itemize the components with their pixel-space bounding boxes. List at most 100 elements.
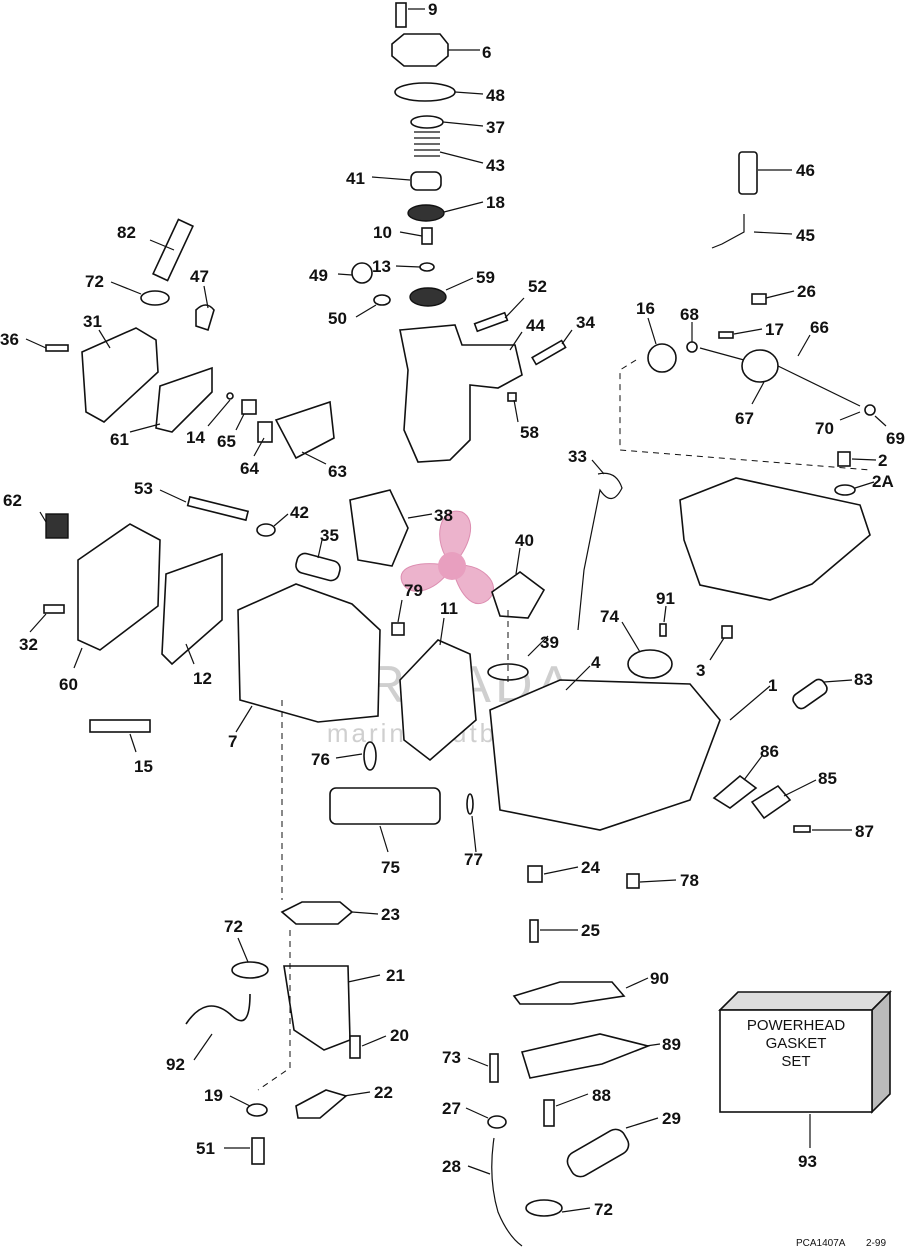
- thermostat-75: [329, 787, 441, 825]
- crankcase-4: [489, 679, 721, 831]
- oring-77: [466, 793, 474, 815]
- callout-41: 41: [346, 169, 365, 188]
- callout-70: 70: [815, 419, 834, 438]
- pin-14: [226, 392, 234, 400]
- gasket-48: [394, 82, 456, 102]
- callout-77: 77: [464, 850, 483, 869]
- gasket-86: [712, 774, 758, 809]
- callout-46: 46: [796, 161, 815, 180]
- screw-88: [543, 1099, 555, 1127]
- callout-59: 59: [476, 268, 495, 287]
- callout-90: 90: [650, 969, 669, 988]
- callout-66: 66: [810, 318, 829, 337]
- callout-49: 49: [309, 266, 328, 285]
- seal-18: [407, 204, 445, 222]
- callout-1: 1: [768, 676, 777, 695]
- callout-82: 82: [117, 223, 136, 242]
- clip-47: [195, 304, 215, 332]
- callout-53: 53: [134, 479, 153, 498]
- callout-62: 62: [3, 491, 22, 510]
- callout-60: 60: [59, 675, 78, 694]
- callout-89: 89: [662, 1035, 681, 1054]
- gasket-22: [295, 1089, 348, 1119]
- cylinder-block-7: [237, 583, 381, 723]
- cap-59: [409, 287, 447, 307]
- valve-10: [421, 227, 433, 245]
- callout-73: 73: [442, 1048, 461, 1067]
- callout-76: 76: [311, 750, 330, 769]
- callout-88: 88: [592, 1086, 611, 1105]
- callout-15: 15: [134, 757, 153, 776]
- callout-47: 47: [190, 267, 209, 286]
- gasket-23: [280, 901, 354, 925]
- hose-28: [491, 1137, 523, 1247]
- callout-91: 91: [656, 589, 675, 608]
- callout-51: 51: [196, 1139, 215, 1158]
- pin-3: [721, 625, 733, 639]
- gasket-box-side: [871, 990, 891, 1114]
- fitting-45: [711, 214, 745, 249]
- callout-42: 42: [290, 503, 309, 522]
- callout-9: 9: [428, 0, 437, 19]
- footer-code: PCA1407A: [796, 1238, 846, 1249]
- clamp-72c: [525, 1199, 563, 1217]
- callout-12: 12: [193, 669, 212, 688]
- callout-87: 87: [855, 822, 874, 841]
- callout-48: 48: [486, 86, 505, 105]
- cover-85: [750, 784, 792, 820]
- gasket-box-line3: SET: [781, 1053, 810, 1070]
- callout-64: 64: [240, 459, 259, 478]
- bypass-cover-21: [283, 965, 351, 1051]
- oil-cap-40: [491, 571, 546, 619]
- dowel-78: [626, 873, 640, 889]
- part-illustrations: [43, 2, 876, 1247]
- callout-45: 45: [796, 226, 815, 245]
- washer-42: [256, 523, 276, 537]
- screw-87: [793, 825, 811, 833]
- callout-7: 7: [228, 732, 237, 751]
- spring-43: [414, 131, 440, 157]
- callout-43: 43: [486, 156, 505, 175]
- pin-35: [295, 552, 341, 582]
- gasket-box-line1: POWERHEAD: [747, 1017, 846, 1034]
- callout-24: 24: [581, 858, 600, 877]
- screw-17: [718, 331, 734, 339]
- reed-plate-89: [520, 1033, 651, 1079]
- callout-31: 31: [83, 312, 102, 331]
- gasket-set-box: POWERHEAD GASKET SET: [718, 990, 892, 1148]
- wire-66: [777, 365, 861, 407]
- sensor-67: [741, 349, 779, 383]
- callout-13: 13: [372, 257, 391, 276]
- clamp-27: [487, 1115, 507, 1129]
- callout-83: 83: [854, 670, 873, 689]
- pin-79: [391, 622, 405, 636]
- callout-44: 44: [526, 316, 545, 335]
- callout-3: 3: [696, 661, 705, 680]
- callout-11: 11: [440, 599, 458, 618]
- bolt-53: [186, 495, 250, 522]
- callout-58: 58: [520, 423, 539, 442]
- screw-36: [45, 344, 69, 352]
- callout-22: 22: [374, 1083, 393, 1102]
- callout-36: 36: [0, 330, 19, 349]
- decal-62: [45, 513, 69, 539]
- plug-49: [351, 262, 373, 284]
- thermostat-housing-44: [399, 324, 523, 463]
- screw-9: [395, 2, 407, 28]
- callout-29: 29: [662, 1109, 681, 1128]
- oring-37: [410, 115, 444, 129]
- callout-86: 86: [760, 742, 779, 761]
- pin-83: [792, 678, 828, 710]
- ring-41: [410, 171, 442, 191]
- screw-2: [837, 451, 851, 467]
- gasket-box-front: [719, 1009, 873, 1113]
- callout-14: 14: [186, 428, 205, 447]
- gasket-90: [512, 981, 626, 1005]
- callout-38: 38: [434, 506, 453, 525]
- oring-76: [363, 741, 377, 771]
- terminal-69: [864, 404, 876, 416]
- head-cover-38: [349, 489, 409, 567]
- hose-46: [738, 151, 758, 195]
- callout-37: 37: [486, 118, 505, 137]
